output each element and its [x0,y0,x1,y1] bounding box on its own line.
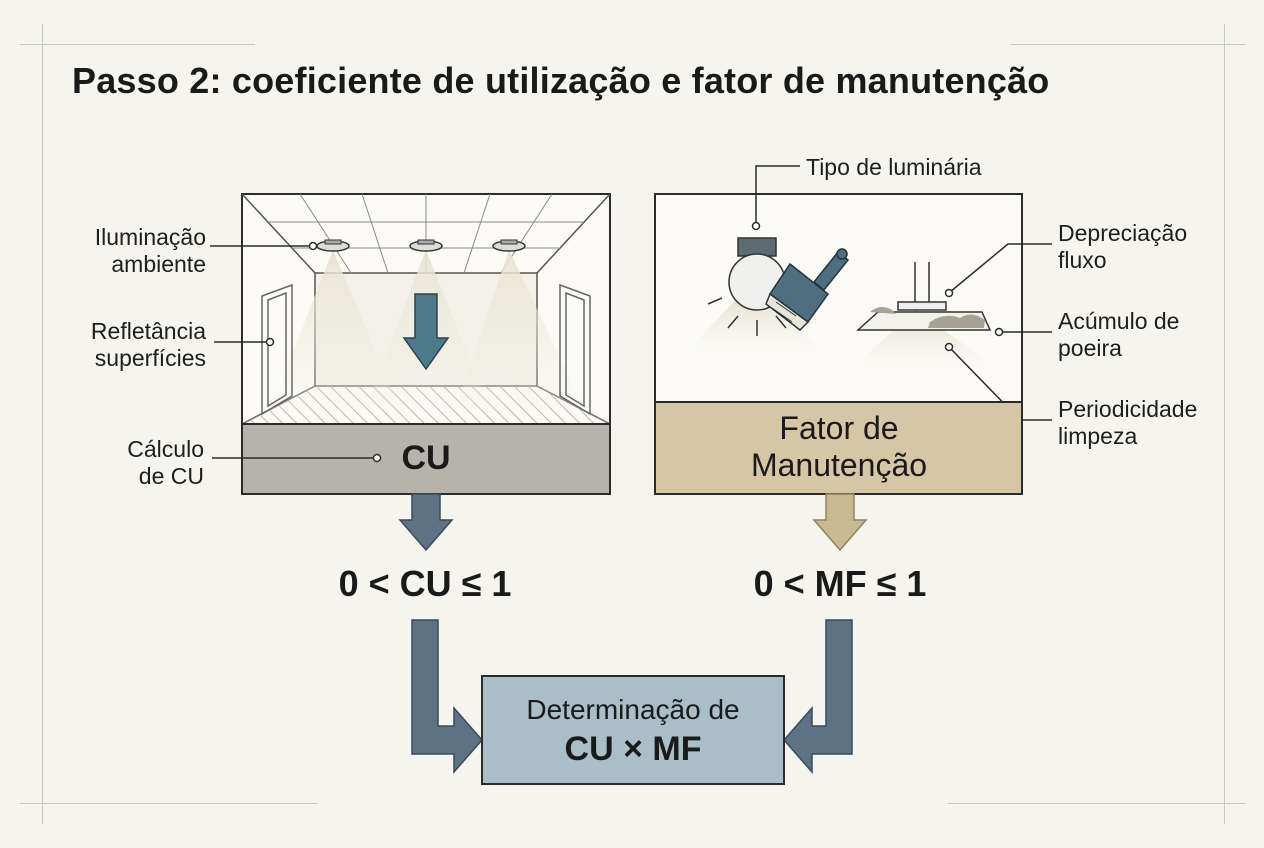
room-illustration [241,193,611,495]
label-ambient-lighting: Iluminação ambiente [94,224,206,277]
frame-line [948,803,1246,804]
down-arrow-icon [402,293,450,371]
arrow-down-cu [398,493,454,552]
mf-bar [654,401,1023,495]
ceiling-light-icon [316,239,350,252]
cu-bar-label: CU [401,439,451,477]
maintenance-illustration [654,165,1052,421]
label-cu-calculation: Cálculo de CU [127,436,204,489]
cu-range: 0 < CU ≤ 1 [338,563,512,604]
frame-line [42,24,43,824]
frame-line [1010,44,1245,45]
ceiling-light-icon [492,239,526,252]
result-box-label: Determinação de CU × MF [526,694,740,768]
mf-bar-label: Fator de Manutenção [750,410,928,483]
result-box [481,675,785,785]
cu-bar [241,423,611,495]
arrow-down-mf [812,493,868,552]
door-icon [261,283,591,416]
mf-range: 0 < MF ≤ 1 [753,563,927,604]
dusty-fixture-icon [856,262,992,331]
frame-line [20,803,318,804]
brush-icon [765,248,850,331]
frame-line [1224,24,1225,824]
frame-line [20,44,255,45]
arrow-mf-to-result [783,619,853,774]
label-flux-depreciation: Depreciação fluxo [1058,220,1188,273]
label-dust-accumulation: Acúmulo de poeira [1058,308,1180,361]
label-luminaire-type: Tipo de luminária [806,154,982,180]
ceiling-light-icon [409,239,443,252]
page-title: Passo 2: coeficiente de utilização e fat… [72,60,1050,101]
arrow-cu-to-result [411,619,483,774]
label-surface-reflectance: Refletância superfícies [90,318,206,371]
label-cleaning-interval: Periodicidade limpeza [1058,396,1198,449]
